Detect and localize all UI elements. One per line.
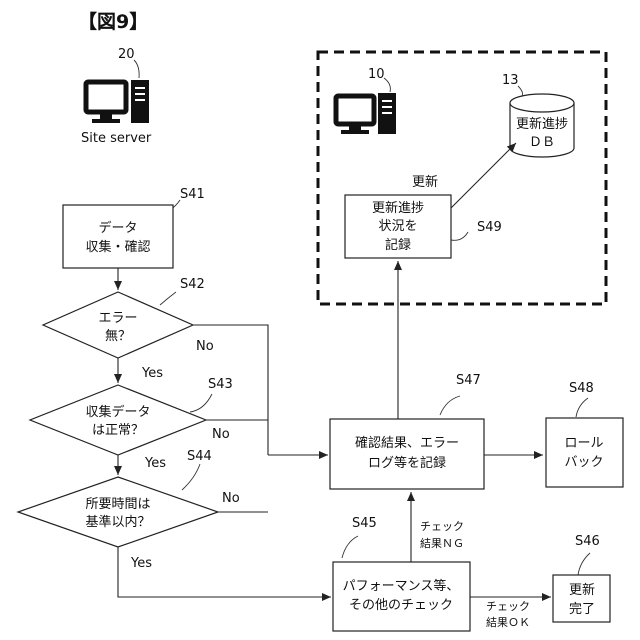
step-s45-line2: その他のチェック	[349, 598, 453, 613]
step-s43-line2: は正常？	[92, 423, 144, 438]
step-s47-box	[330, 419, 484, 489]
terminal-ref: 10	[368, 67, 385, 82]
step-s44-no: No	[222, 491, 240, 506]
step-s42-ref: S42	[180, 277, 205, 292]
step-s46-ref: S46	[575, 534, 600, 549]
step-s42-line1: エラー	[98, 311, 137, 326]
step-s41-line2: 収集・確認	[85, 239, 150, 255]
step-s44-line1: 所要時間は	[85, 497, 150, 512]
update-label: 更新	[412, 174, 438, 190]
step-s44-yes: Yes	[130, 556, 152, 571]
step-s44-line2: 基準以内？	[85, 514, 150, 530]
check-ng-label-2: 結果ＮＧ	[420, 536, 464, 550]
site-server-label: Site server	[81, 131, 152, 146]
step-s42-line2: 無？	[105, 329, 131, 344]
step-s48-box	[546, 418, 623, 487]
check-ok-label-1: チェック	[486, 600, 530, 613]
step-s47-line2: ログ等を記録	[368, 455, 446, 471]
step-s42-yes: Yes	[141, 366, 163, 381]
step-s46-line1: 更新	[569, 582, 595, 598]
step-s47-ref: S47	[456, 373, 481, 388]
step-s44-ref: S44	[187, 449, 212, 464]
step-s45-box	[333, 562, 470, 631]
step-s43-no: No	[212, 427, 230, 442]
site-server-ref: 20	[118, 47, 135, 62]
step-s43-ref: S43	[208, 377, 233, 392]
step-s48-line2: バック	[564, 455, 603, 470]
step-s41-box	[63, 205, 173, 268]
step-s49-line3: 記録	[385, 237, 411, 253]
terminal-icon	[336, 93, 396, 134]
step-s46-line2: 完了	[569, 602, 595, 617]
step-s47-line1: 確認結果、エラー	[355, 435, 459, 451]
site-server-icon	[86, 80, 149, 123]
database-label-1: 更新進捗	[516, 116, 568, 132]
check-ng-label-1: チェック	[420, 520, 464, 533]
check-ok-label-2: 結果ＯＫ	[486, 615, 530, 629]
database-label-2: ＤＢ	[529, 135, 555, 150]
step-s48-line1: ロール	[564, 436, 603, 451]
step-s43-yes: Yes	[144, 456, 166, 471]
step-s43-line1: 収集データ	[85, 404, 150, 420]
database-ref: 13	[502, 73, 519, 88]
management-area	[318, 52, 606, 304]
step-s48-ref: S48	[569, 381, 594, 396]
step-s45-ref: S45	[352, 516, 377, 531]
step-s49-line2: 状況を	[378, 219, 417, 234]
step-s45-line1: パフォーマンス等、	[343, 578, 460, 594]
figure-label: 【図9】	[78, 10, 148, 33]
step-s42-no: No	[196, 339, 214, 354]
step-s43-diamond	[30, 385, 206, 455]
step-s41-ref: S41	[180, 187, 205, 202]
step-s49-ref: S49	[477, 220, 502, 235]
step-s41-line1: データ	[98, 220, 137, 236]
step-s49-line1: 更新進捗	[372, 200, 424, 216]
step-s44-diamond	[18, 477, 218, 547]
